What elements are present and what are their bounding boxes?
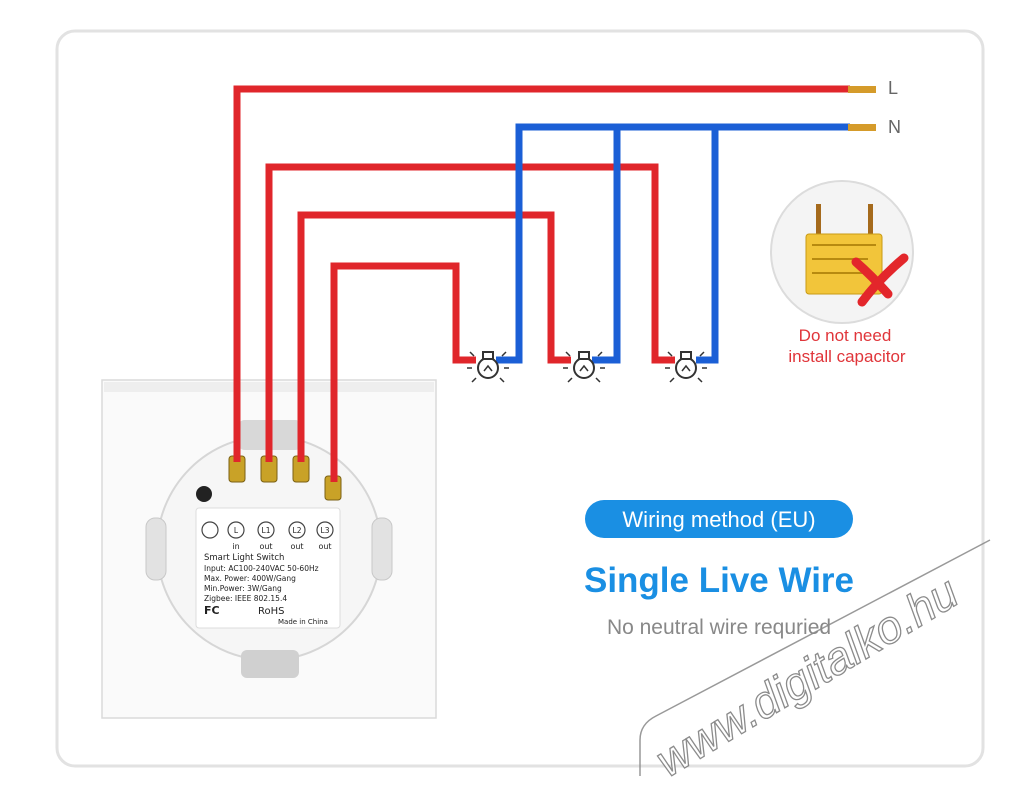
bulb-icon [665,351,707,383]
wire-l1 [265,163,675,462]
fcc-logo: FC [204,604,220,617]
neutral-wire [496,123,850,364]
label-min-power: Min.Power: 3W/Gang [204,584,282,593]
neutral-branch-3 [696,127,719,364]
mount-hole [196,486,212,502]
label-made-in: Made in China [278,618,328,626]
live-wire-tip [848,86,876,93]
wiring-method-label: Wiring method (EU) [622,507,815,532]
headline: Single Live Wire [584,561,854,600]
terminal-label-l: L [234,526,239,535]
live-wire [233,85,850,462]
bulb-icon [563,351,605,383]
left-mount-slot [145,517,167,581]
wire-l2 [297,211,571,462]
bottom-clip [241,650,299,678]
label-input: Input: AC100-240VAC 50-60Hz [204,564,319,573]
spec-label [195,507,341,629]
terminal-label-l1: L1 [262,526,271,535]
bulb-icon [467,351,509,383]
wiring-method-badge [585,500,853,538]
neutral-wire-tip [848,124,876,131]
right-mount-slot [371,517,393,581]
cross-icon [851,257,893,299]
terminal-sub-out-1: out [259,542,272,551]
terminal-label-l2: L2 [293,526,302,535]
label-zigbee: Zigbee: IEEE 802.15.4 [204,594,287,603]
terminal-sub-out-3: out [318,542,331,551]
capacitor-note-line1: Do not need [799,326,892,345]
neutral-branch-2 [592,127,621,364]
capacitor-callout [770,180,914,324]
label-title: Smart Light Switch [204,553,284,563]
terminal-sub-in: in [232,542,239,551]
neutral-wire-label: N [888,117,901,137]
subline: No neutral wire requried [607,616,831,639]
terminal-label-l3: L3 [321,526,330,535]
wires [233,85,850,482]
wire-l3 [330,262,476,482]
terminal-markings [201,521,334,539]
terminal-sub-out-2: out [290,542,303,551]
rohs-logo: RoHS [258,606,284,617]
live-wire-label: L [888,78,898,98]
capacitor-note-line2: install capacitor [788,347,906,366]
label-max-power: Max. Power: 400W/Gang [204,574,296,583]
capacitor-icon [805,233,883,295]
terminal-blank-circle [201,521,219,539]
